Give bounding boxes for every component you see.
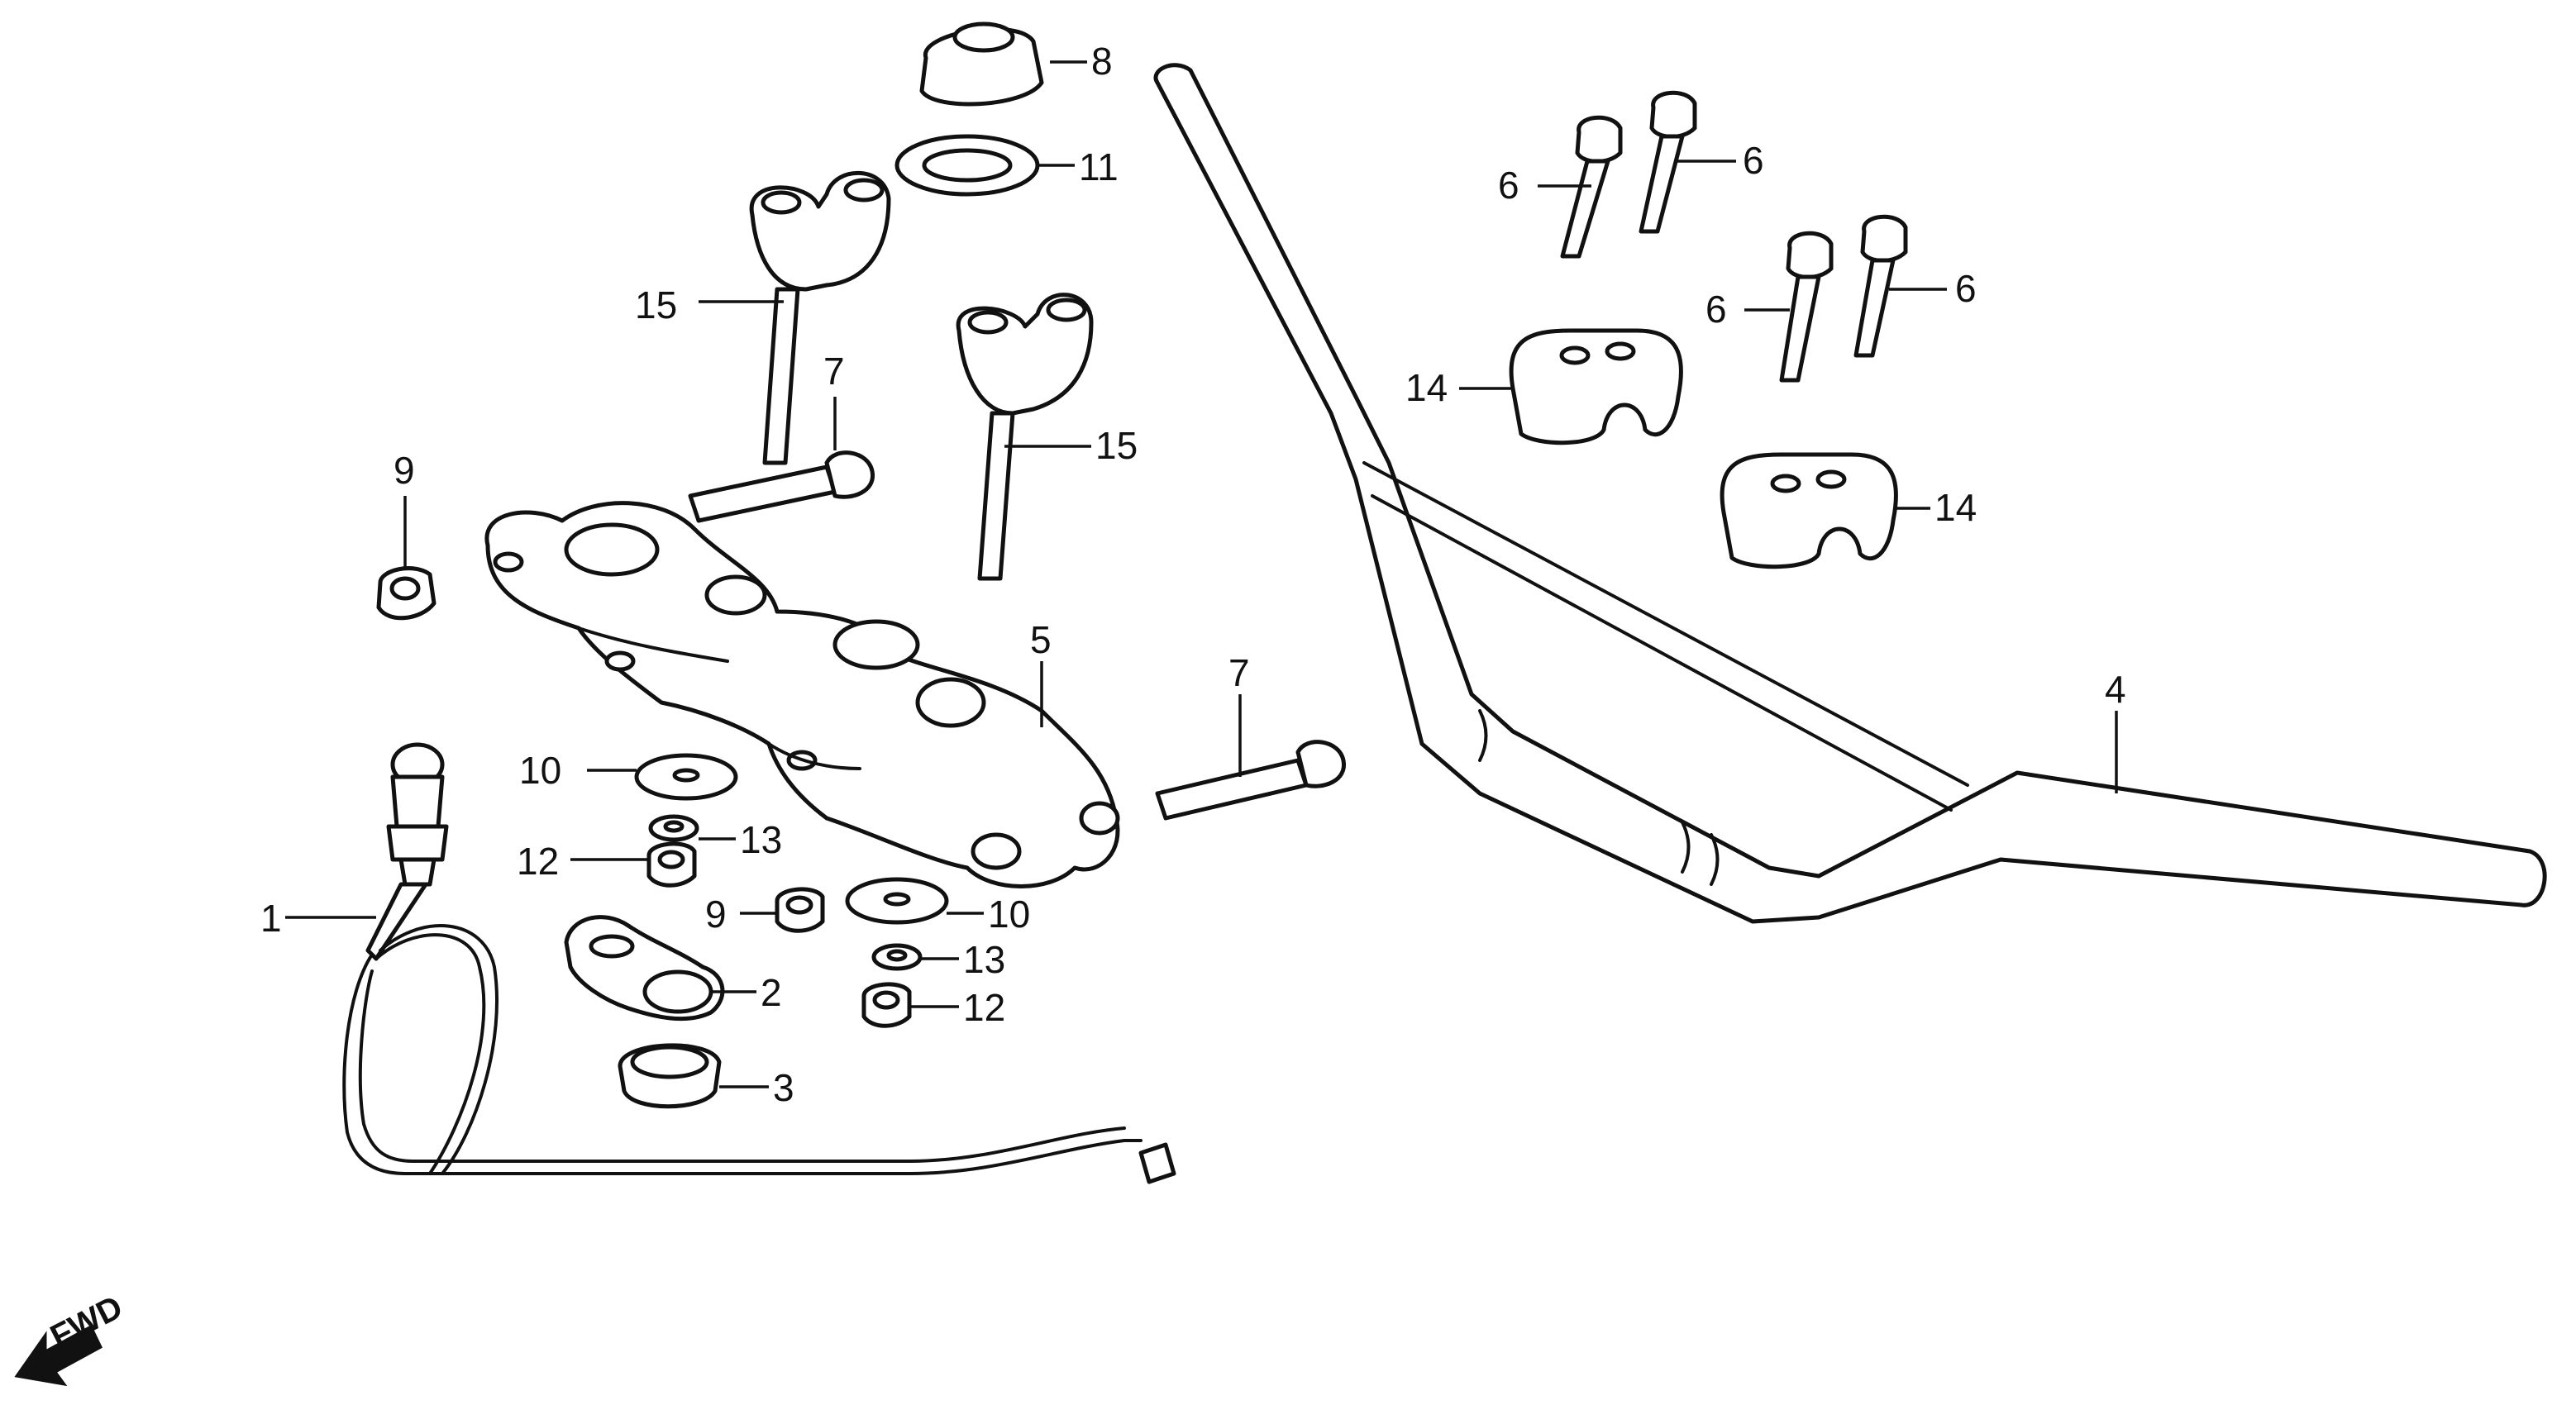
- callout-14b: 14: [1934, 486, 1977, 529]
- callout-11: 11: [1079, 145, 1119, 188]
- callout-15b: 15: [1095, 424, 1138, 467]
- callout-8: 8: [1091, 40, 1113, 83]
- callout-6d: 6: [1955, 267, 1977, 310]
- handlebar-holder-lower-1: [1509, 328, 1683, 445]
- callout-6c: 6: [1705, 288, 1727, 331]
- callout-7b: 7: [1228, 651, 1250, 694]
- bolt-7b: [1155, 740, 1346, 821]
- callout-5: 5: [1030, 618, 1052, 661]
- bolt-7a: [688, 450, 875, 523]
- bolt-6a: [1560, 115, 1623, 259]
- bolt-6d: [1853, 214, 1908, 358]
- callout-15a: 15: [635, 283, 677, 326]
- callout-12a: 12: [517, 840, 559, 883]
- handlebar-holder-upper-left: [749, 170, 891, 465]
- handlebar-holder-lower-2: [1720, 452, 1898, 569]
- callout-13a: 13: [740, 818, 782, 861]
- leader-lines: [285, 60, 2118, 1088]
- callout-3: 3: [773, 1066, 794, 1109]
- washer-13b: [871, 943, 923, 971]
- bolt-6b: [1639, 90, 1697, 234]
- callout-14a: 14: [1405, 366, 1448, 409]
- callout-1: 1: [260, 897, 282, 940]
- washer-10a: [634, 753, 738, 801]
- callouts: 8 11 15 7 15 9 5 7 4 6 6 6 6 14 14 10 13…: [260, 40, 2126, 1109]
- washer-10b: [845, 877, 949, 925]
- handlebar-holder-upper-right: [956, 293, 1094, 581]
- nut-12a: [646, 841, 697, 888]
- callout-6b: 6: [1743, 139, 1764, 182]
- callout-12b: 12: [963, 986, 1005, 1029]
- callout-2: 2: [761, 971, 782, 1014]
- nut-9b: [775, 887, 825, 933]
- top-bridge: [484, 501, 1120, 888]
- callout-9b: 9: [705, 893, 727, 936]
- grommet: [618, 1043, 722, 1109]
- nut-12b: [861, 982, 912, 1028]
- washer-13a: [648, 814, 699, 842]
- callout-13b: 13: [963, 938, 1005, 981]
- nut-9a: [376, 566, 436, 621]
- callout-4: 4: [2105, 668, 2126, 711]
- cable-holder: [564, 915, 725, 1022]
- bolt-6c: [1779, 231, 1834, 383]
- cap-nut: [919, 21, 1044, 107]
- fwd-arrow-icon: [14, 1324, 103, 1387]
- callout-9a: 9: [394, 449, 415, 492]
- callout-10b: 10: [988, 893, 1030, 936]
- callout-6a: 6: [1498, 164, 1519, 207]
- handlebar: [1153, 63, 2547, 924]
- callout-10a: 10: [519, 749, 561, 792]
- cable: [342, 742, 1176, 1184]
- washer-11: [894, 134, 1040, 197]
- callout-7a: 7: [823, 350, 845, 393]
